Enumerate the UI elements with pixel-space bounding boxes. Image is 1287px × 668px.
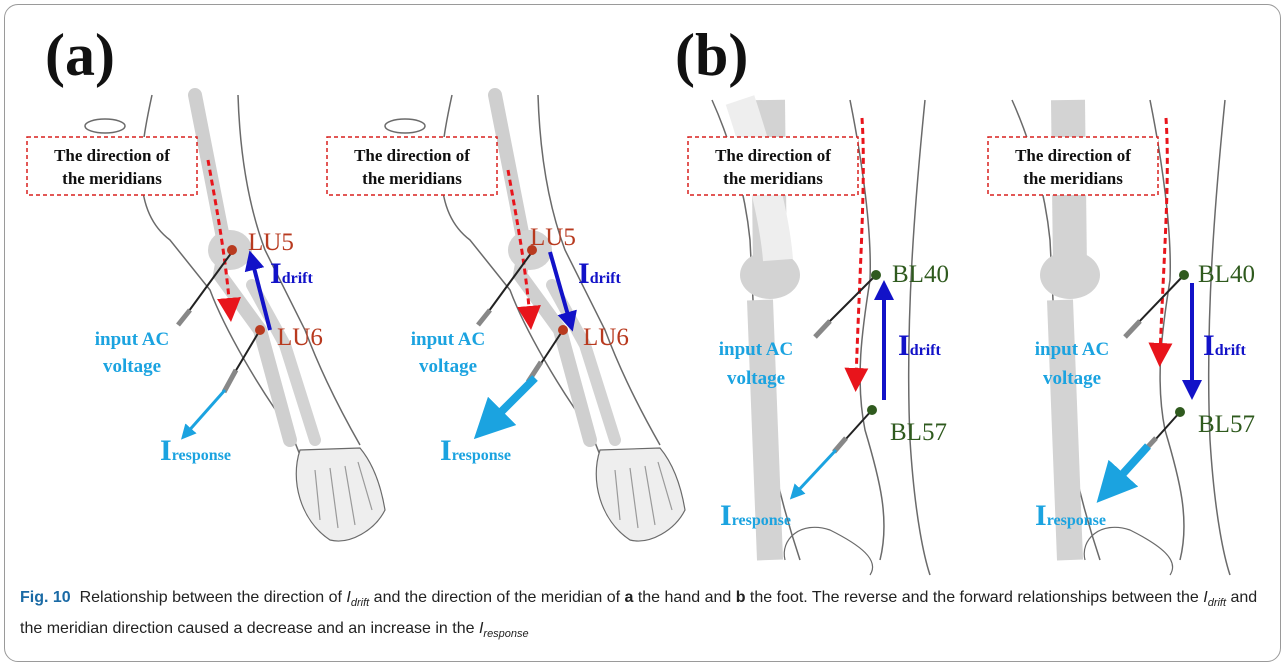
direction-text-a-right-2: the meridians [362,169,462,188]
response-arrow-b-right [1110,446,1148,488]
drift-label-b-right: Idrift [1203,329,1246,362]
caption-fig-label: Fig. 10 [20,589,71,606]
panel-a-label: (a) [45,22,115,88]
caption-text-3: the hand and [633,589,735,606]
electrode-b-left [826,275,876,325]
direction-text-a-left-1: The direction of [54,146,170,165]
drift-label-a-right: Idrift [578,257,621,290]
input-label-b-right-1: input AC [1035,339,1109,360]
point-label-bl40-b-left: BL40 [892,261,949,288]
point-label-bl57-b-left: BL57 [890,419,947,446]
point-label-lu5-a-right: LU5 [530,224,576,251]
point-label-lu6-a-right: LU6 [583,324,629,351]
point-label-bl40-b-right: BL40 [1198,261,1255,288]
input-label-b-right-2: voltage [1043,368,1101,389]
figure-caption: Fig. 10 Relationship between the directi… [20,585,1260,647]
figure-diagram: (a) The direction of the meridians LU5 L… [0,0,1287,580]
direction-text-a-right-1: The direction of [354,146,470,165]
point-lu6-a-right [558,325,568,335]
response-label-a-right: Iresponse [440,434,511,467]
point-bl57-b-left [867,405,877,415]
direction-text-b-left-1: The direction of [715,146,831,165]
drift-label-b-left: Idrift [898,329,941,362]
input-label-a-left-2: voltage [103,356,161,377]
caption-text-2: and the direction of the meridian of [369,589,624,606]
drift-label-a-left: Idrift [270,257,313,290]
direction-text-b-left-2: the meridians [723,169,823,188]
input-label-b-left-1: input AC [719,339,793,360]
caption-text-1: Relationship between the direction of [80,589,347,606]
point-bl57-b-right [1175,407,1185,417]
caption-text-4: the foot. The reverse and the forward re… [745,589,1203,606]
electrode-b-right [1136,275,1184,325]
input-label-a-right-2: voltage [419,356,477,377]
input-label-a-right-1: input AC [411,329,485,350]
response-label-a-left: Iresponse [160,434,231,467]
point-bl40-b-left [871,270,881,280]
panel-b-label: (b) [675,22,748,88]
response-wire-b-left [845,410,872,440]
caption-iresponse: Iresponse [479,620,529,637]
point-label-lu6-a-left: LU6 [277,324,323,351]
direction-text-b-right-2: the meridians [1023,169,1123,188]
input-label-b-left-2: voltage [727,368,785,389]
point-label-lu5-a-left: LU5 [248,229,294,256]
point-label-bl57-b-right: BL57 [1198,411,1255,438]
point-lu5-a-left [227,245,237,255]
point-lu6-a-left [255,325,265,335]
point-bl40-b-right [1179,270,1189,280]
caption-idrift-2: Idrift [1203,589,1226,606]
direction-text-b-right-1: The direction of [1015,146,1131,165]
caption-idrift-1: Idrift [346,589,369,606]
response-arrow-b-left [795,450,836,494]
response-arrow-a-right [488,378,535,425]
input-label-a-left-1: input AC [95,329,169,350]
response-arrow-a-left [186,390,225,434]
direction-text-a-left-2: the meridians [62,169,162,188]
